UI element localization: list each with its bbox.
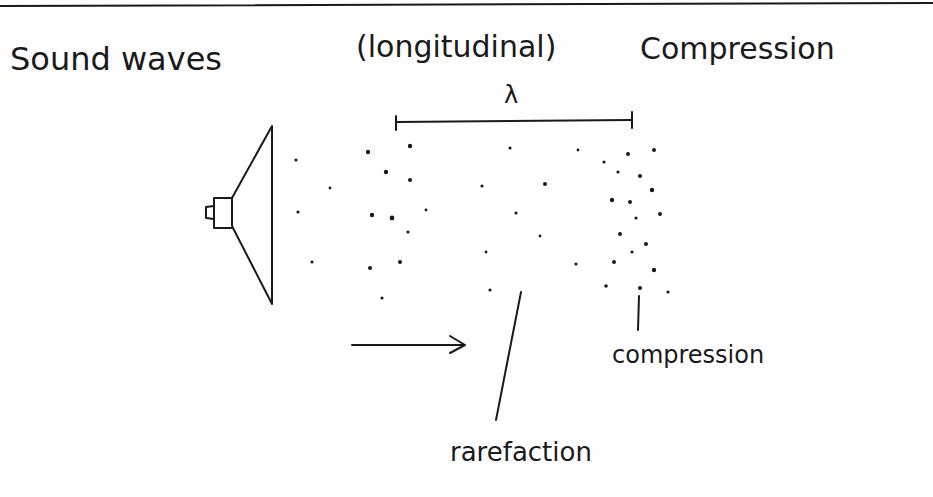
bracket-tick: [631, 112, 633, 128]
wavelength-bracket: [396, 120, 631, 122]
speaker-magnet: [214, 198, 232, 228]
rarefaction-label: rarefaction: [450, 438, 592, 467]
top-rule: [0, 3, 933, 6]
heading-label: Compression: [640, 32, 835, 65]
leader-line: [638, 296, 639, 330]
direction-arrow: [352, 344, 464, 346]
leader-line: [496, 292, 521, 420]
arrowhead: [450, 336, 465, 353]
speaker-cone: [232, 126, 272, 304]
air-particles: [294, 144, 669, 300]
speaker-back: [206, 206, 214, 219]
wavelength-symbol: λ: [504, 82, 518, 108]
wave-type-label: (longitudinal): [356, 30, 556, 63]
compression-label: compression: [612, 342, 764, 368]
diagram-title: Sound waves: [10, 42, 222, 77]
bracket-tick: [395, 116, 397, 130]
